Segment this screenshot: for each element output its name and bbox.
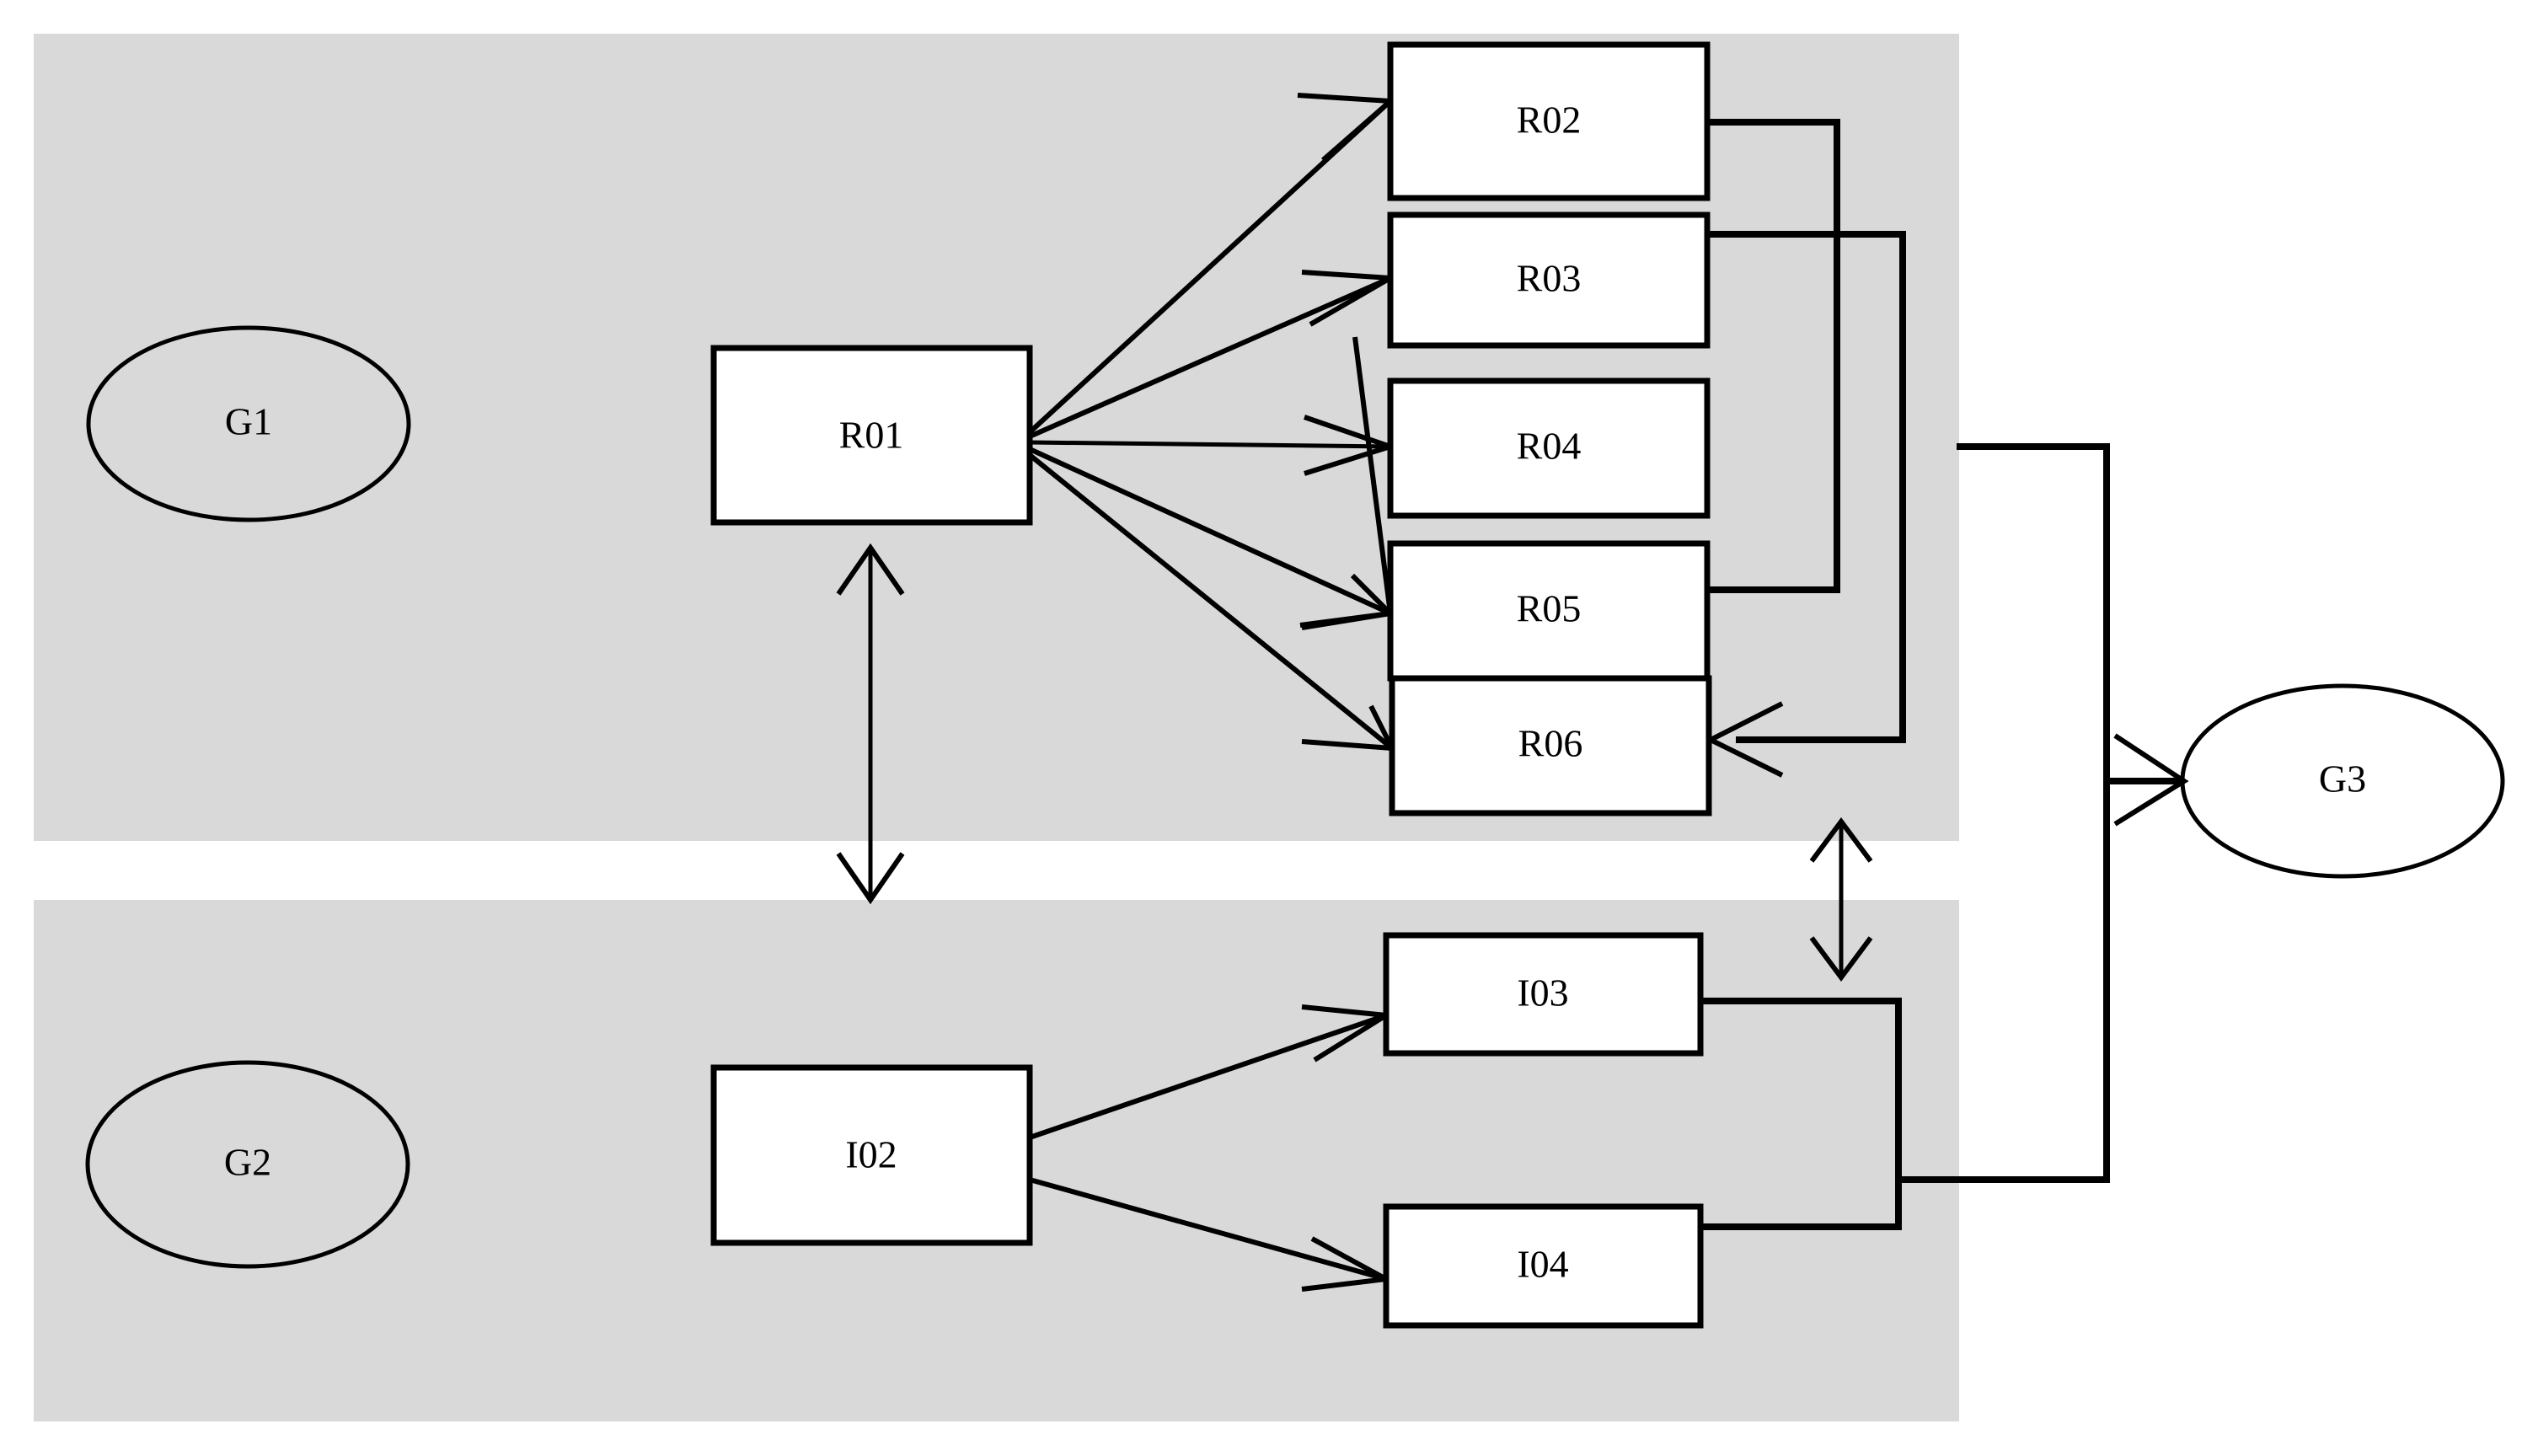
node-g1-label: G1 <box>225 400 272 443</box>
node-r03-label: R03 <box>1517 257 1582 300</box>
node-r03[interactable]: R03 <box>1387 211 1711 349</box>
node-r04-label: R04 <box>1517 425 1582 468</box>
node-g2[interactable]: G2 <box>85 1060 410 1269</box>
node-g2-label: G2 <box>224 1141 271 1184</box>
node-i03[interactable]: I03 <box>1383 932 1704 1057</box>
node-g3[interactable]: G3 <box>2180 683 2505 879</box>
node-g3-label: G3 <box>2319 757 2366 800</box>
node-i04[interactable]: I04 <box>1383 1203 1704 1329</box>
node-i02-label: I02 <box>845 1133 897 1176</box>
node-r01[interactable]: R01 <box>710 345 1033 526</box>
node-g1[interactable]: G1 <box>86 325 411 522</box>
edge-r01-i02-bidirectional <box>836 543 905 905</box>
node-r06-label: R06 <box>1518 722 1583 765</box>
node-r05[interactable]: R05 <box>1387 540 1711 682</box>
edge-r06-i03-bidirectional <box>1809 816 1873 982</box>
node-r02-label: R02 <box>1517 99 1582 142</box>
edge-r02-to-r05 <box>1707 119 1840 593</box>
node-r01-label: R01 <box>839 414 904 457</box>
node-r06[interactable]: R06 <box>1389 675 1712 816</box>
node-i04-label: I04 <box>1517 1243 1568 1286</box>
node-i03-label: I03 <box>1517 972 1568 1014</box>
node-r02[interactable]: R02 <box>1387 41 1711 201</box>
node-i02[interactable]: I02 <box>710 1064 1033 1246</box>
node-r04[interactable]: R04 <box>1387 377 1711 519</box>
node-r05-label: R05 <box>1517 587 1582 630</box>
